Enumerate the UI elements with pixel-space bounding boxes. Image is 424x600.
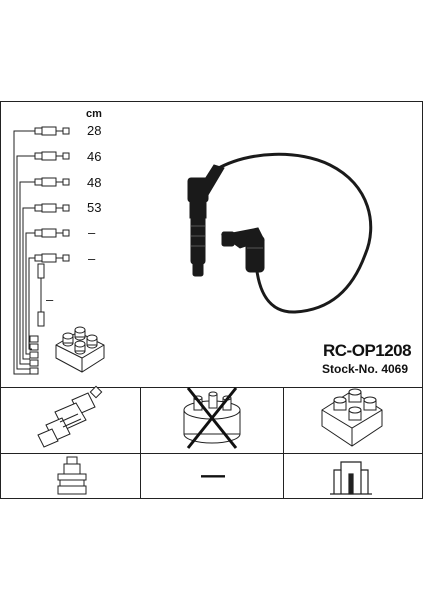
adapter-placeholder: —	[201, 462, 225, 489]
stock-number: Stock-No. 4069	[322, 362, 409, 376]
length-row-1: 28	[87, 123, 102, 138]
product-sheet	[0, 101, 423, 499]
product-code: RC-OP1208	[323, 341, 412, 360]
length-row-6: –	[88, 251, 96, 266]
length-extra-label: –	[46, 292, 54, 307]
grid-divider-middle	[0, 453, 423, 454]
length-row-4: 53	[87, 200, 102, 215]
length-row-3: 48	[87, 175, 102, 190]
length-row-2: 46	[87, 149, 102, 164]
grid-divider-top	[0, 387, 423, 388]
length-unit: cm	[86, 108, 102, 120]
length-row-5: –	[88, 225, 96, 240]
grid-divider-left	[140, 387, 141, 499]
grid-divider-right	[283, 387, 284, 499]
